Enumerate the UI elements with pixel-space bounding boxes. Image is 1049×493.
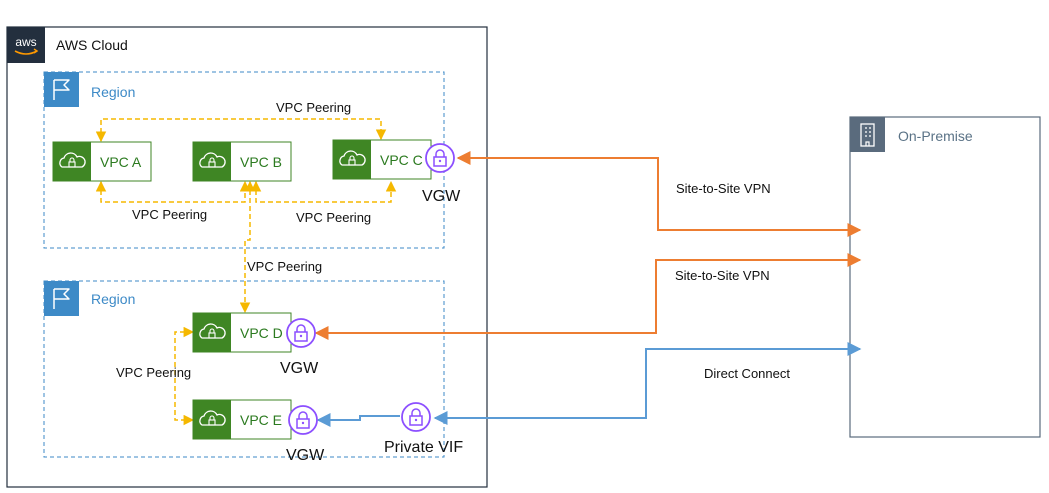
vpn-connections — [314, 151, 862, 340]
direct-connect-connections — [316, 342, 862, 427]
private-vif-lock-icon — [401, 402, 431, 432]
region-flag-icon — [44, 72, 79, 107]
peering-a-c-label: VPC Peering — [276, 100, 351, 115]
direct-connect-label: Direct Connect — [704, 366, 790, 381]
vpc-c: VPC C — [332, 139, 432, 180]
vpc-cloud-icon — [193, 142, 231, 181]
vpc-cloud-icon — [53, 142, 91, 181]
peering-line-a-b — [95, 180, 251, 203]
private-vif-line — [316, 413, 400, 427]
aws-cloud-group: aws AWS Cloud — [6, 26, 488, 488]
private-vif-label: Private VIF — [384, 439, 463, 456]
vpn-2-label: Site-to-Site VPN — [675, 268, 770, 283]
vpn-line-2 — [314, 253, 862, 340]
peering-line-b-c — [250, 180, 397, 203]
vpn-1-label: Site-to-Site VPN — [676, 181, 771, 196]
vpc-cloud-icon — [193, 400, 231, 439]
region-2-label: Region — [91, 291, 135, 307]
peering-d-e-label: VPC Peering — [116, 365, 191, 380]
vgw-e-lock-icon — [288, 405, 318, 435]
vgw-e-label: VGW — [286, 447, 325, 464]
vpc-e-label: VPC E — [240, 412, 282, 428]
building-icon — [850, 117, 885, 152]
vpc-d-label: VPC D — [240, 325, 283, 341]
vpc-c-label: VPC C — [380, 152, 423, 168]
on-premise-group: On-Premise — [849, 116, 1041, 438]
vgw-d-label: VGW — [280, 360, 319, 377]
peering-line-b-d — [239, 180, 256, 314]
direct-connect-line — [433, 342, 862, 425]
vpn-line-1 — [456, 151, 862, 237]
aws-logo-text: aws — [15, 35, 36, 49]
aws-logo-icon: aws — [7, 27, 45, 63]
aws-cloud-label: AWS Cloud — [56, 37, 128, 53]
peering-line-d-e — [174, 326, 195, 426]
peering-connections — [95, 118, 397, 426]
region-1: Region — [43, 71, 445, 249]
region-1-label: Region — [91, 84, 135, 100]
vpc-cloud-icon — [333, 140, 371, 179]
region-flag-icon — [44, 281, 79, 316]
vpc-e: VPC E — [192, 399, 292, 440]
vgw-c-label: VGW — [422, 188, 461, 205]
vpc-d: VPC D — [192, 312, 292, 353]
vgw-c-lock-icon — [425, 143, 455, 173]
peering-b-c-label: VPC Peering — [296, 210, 371, 225]
vpc-a-label: VPC A — [100, 154, 142, 170]
vpc-b: VPC B — [192, 141, 292, 182]
peering-line-a-c — [95, 118, 387, 143]
peering-b-d-label: VPC Peering — [247, 259, 322, 274]
vpc-a: VPC A — [52, 141, 152, 182]
on-premise-border — [849, 116, 1041, 438]
on-premise-label: On-Premise — [898, 128, 973, 144]
vgw-d-lock-icon — [286, 318, 316, 348]
peering-a-b-label: VPC Peering — [132, 207, 207, 222]
vpc-cloud-icon — [193, 313, 231, 352]
vpc-b-label: VPC B — [240, 154, 282, 170]
region-1-border — [43, 71, 445, 249]
